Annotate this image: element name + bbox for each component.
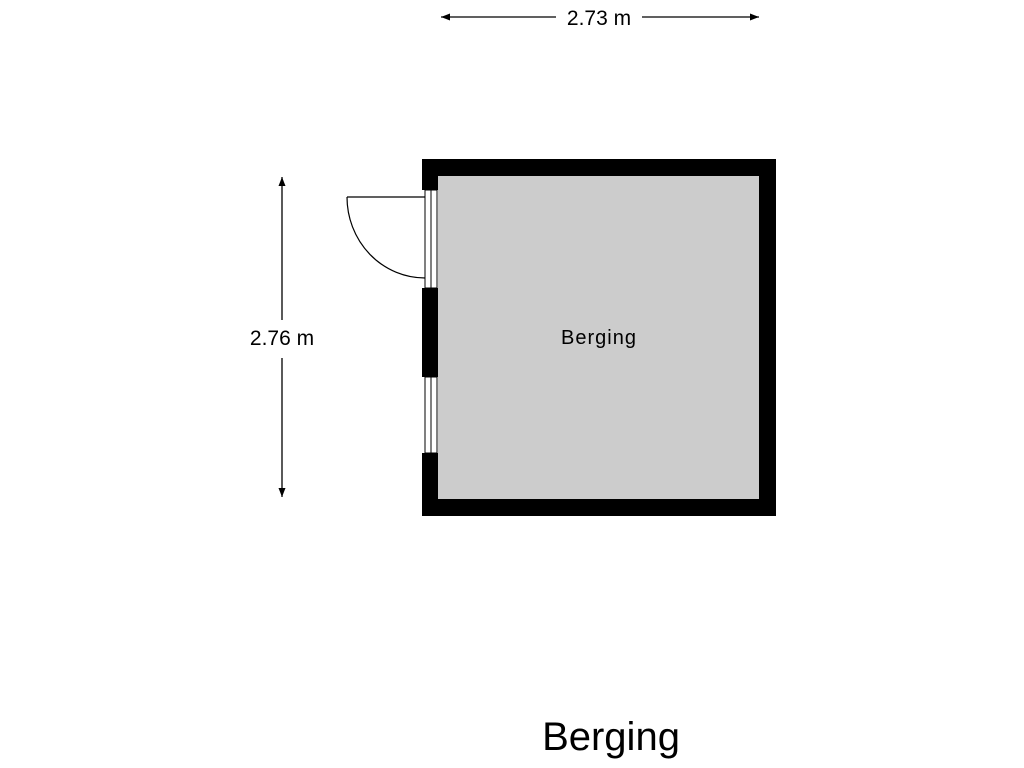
wall-left-middle-segment <box>422 288 438 377</box>
door <box>346 189 438 289</box>
plan-title: Berging <box>542 715 680 759</box>
height-dimension: 2.76 m <box>250 177 314 497</box>
height-dimension-label: 2.76 m <box>250 327 314 350</box>
width-dimension: 2.73 m <box>441 7 759 30</box>
room-label-berging: Berging <box>561 327 637 349</box>
wall-right <box>759 159 776 516</box>
room-floor <box>438 176 759 499</box>
wall-top <box>422 159 776 176</box>
window <box>424 376 438 454</box>
width-dimension-label: 2.73 m <box>567 7 631 30</box>
wall-bottom <box>422 499 776 516</box>
door-swing-arc <box>346 196 426 279</box>
wall-left-top-segment <box>422 159 438 190</box>
wall-left-bottom-segment <box>422 453 438 516</box>
walls <box>422 159 776 516</box>
